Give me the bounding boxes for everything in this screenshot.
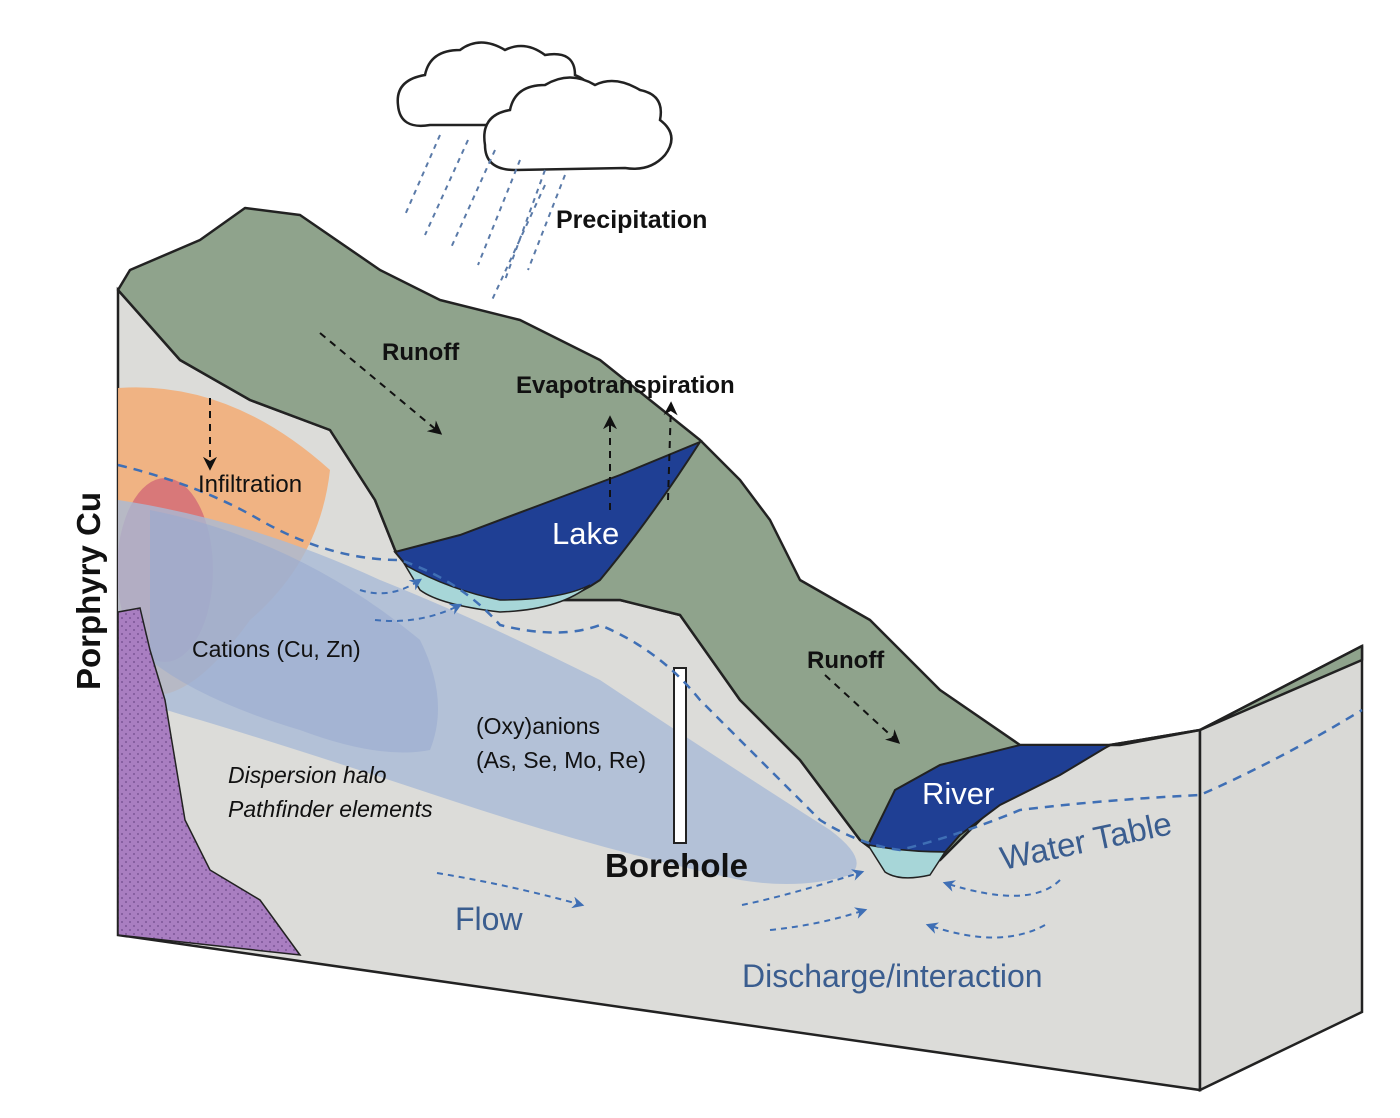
label-runoff-lower: Runoff (807, 647, 885, 674)
label-dispersion-halo: Dispersion halo (228, 762, 387, 788)
label-oxyanions-1: (Oxy)anions (476, 713, 600, 739)
rain-icon (404, 134, 566, 301)
river-shallow-zone (866, 843, 947, 879)
label-river: River (922, 776, 994, 811)
label-runoff-upper: Runoff (382, 339, 460, 366)
groundwater-flow-arrows (359, 578, 1061, 939)
label-pathfinder-elements: Pathfinder elements (228, 796, 433, 822)
purple-bedrock (118, 607, 302, 956)
borehole-shaft (673, 667, 687, 844)
label-cations: Cations (Cu, Zn) (192, 636, 361, 662)
runoff-upper-arrow (319, 332, 443, 435)
cloud-icon (396, 41, 673, 172)
water-table-line (117, 463, 1363, 852)
label-flow: Flow (455, 901, 523, 937)
label-evapotranspiration: Evapotranspiration (516, 372, 735, 399)
label-lake: Lake (552, 516, 619, 551)
label-oxyanions-2: (As, Se, Mo, Re) (476, 747, 646, 773)
subsurface-zones (118, 387, 857, 956)
label-infiltration: Infiltration (198, 471, 302, 498)
blue-dispersion-plume-upper (150, 510, 438, 753)
label-discharge: Discharge/interaction (742, 958, 1043, 994)
runoff-lower-arrow (824, 674, 901, 744)
ground-side-face (1198, 643, 1364, 1092)
label-porphyry-cu: Porphyry Cu (70, 492, 107, 690)
label-borehole: Borehole (605, 847, 748, 884)
evapotranspiration-arrow-2 (663, 401, 678, 501)
label-precipitation: Precipitation (556, 206, 707, 234)
